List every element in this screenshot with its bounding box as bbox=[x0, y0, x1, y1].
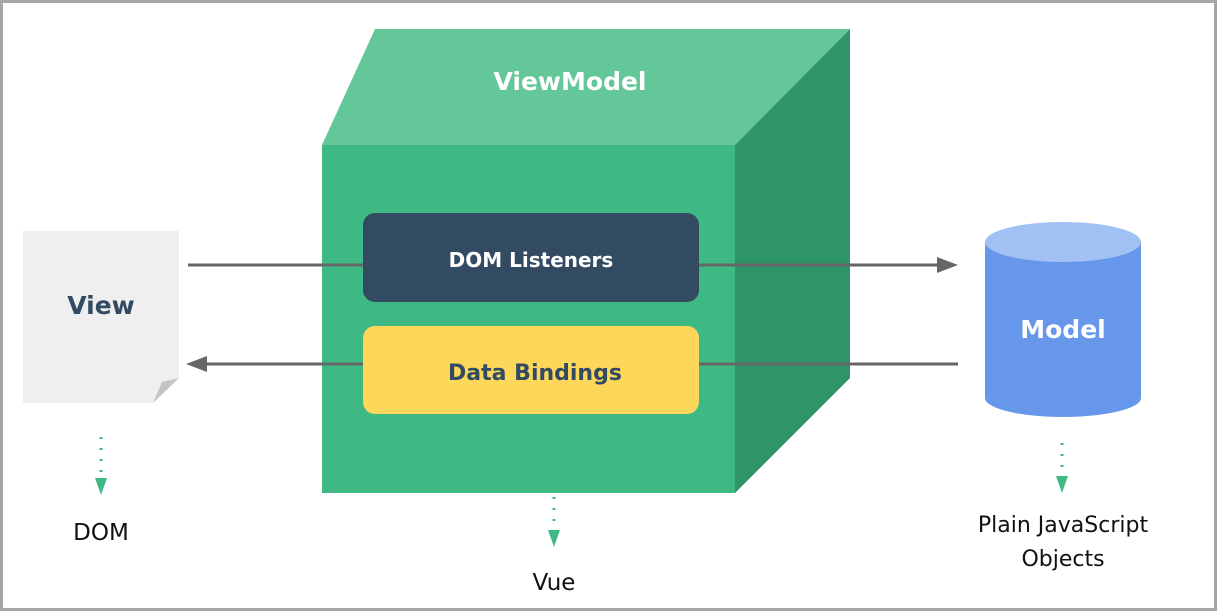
view-document bbox=[23, 231, 179, 403]
cube-front-face bbox=[322, 145, 735, 493]
view-caption: DOM bbox=[73, 520, 129, 546]
model-database bbox=[985, 222, 1141, 417]
dotted-arrow-viewmodel bbox=[548, 497, 560, 547]
model-label: Model bbox=[1020, 315, 1105, 344]
data-bindings-label: Data Bindings bbox=[448, 361, 622, 386]
view-label: View bbox=[67, 291, 135, 320]
model-caption-line1: Plain JavaScript bbox=[978, 513, 1149, 538]
dotted-arrow-model bbox=[1056, 443, 1068, 493]
dom-listeners-label: DOM Listeners bbox=[449, 248, 614, 272]
arrowhead-down-icon bbox=[548, 530, 560, 547]
view-paper bbox=[23, 231, 179, 403]
cube-side-face bbox=[735, 29, 850, 493]
data-bindings-box bbox=[363, 326, 699, 414]
arrowhead-down-icon bbox=[1056, 476, 1068, 493]
model-cylinder-top bbox=[985, 222, 1141, 262]
arrowhead-right-icon bbox=[937, 257, 958, 273]
dotted-arrow-view bbox=[95, 437, 107, 495]
cube-top-face bbox=[322, 29, 850, 145]
dom-listeners-box bbox=[363, 213, 699, 302]
arrowhead-left-icon bbox=[186, 356, 207, 372]
viewmodel-caption: Vue bbox=[533, 570, 576, 596]
arrowhead-down-icon bbox=[95, 478, 107, 495]
model-caption-line2: Objects bbox=[1021, 547, 1104, 572]
view-paper-fold bbox=[153, 378, 179, 403]
viewmodel-cube bbox=[322, 29, 850, 493]
viewmodel-label: ViewModel bbox=[493, 67, 646, 96]
model-cylinder-body bbox=[985, 242, 1141, 417]
